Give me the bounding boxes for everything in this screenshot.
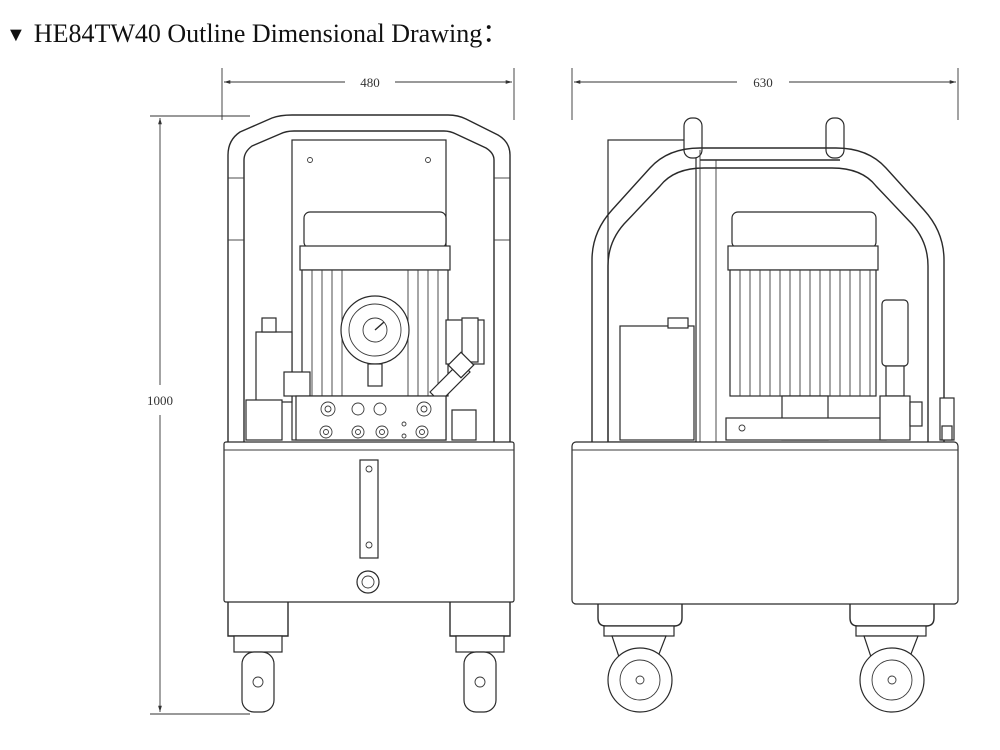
dimension-height: 1000 <box>147 115 250 715</box>
dimension-width-front: 480 <box>221 68 515 120</box>
drawing-title-text: HE84TW40 Outline Dimensional Drawing： <box>33 19 509 48</box>
dimension-label-630: 630 <box>753 75 773 90</box>
drawing-title: ▼ HE84TW40 Outline Dimensional Drawing： <box>6 18 508 52</box>
front-view <box>223 114 515 713</box>
dimension-width-side: 630 <box>571 68 959 120</box>
dimension-label-480: 480 <box>360 75 380 90</box>
dimension-label-1000: 1000 <box>147 393 173 408</box>
triangle-marker-icon: ▼ <box>6 24 26 46</box>
side-view <box>571 117 959 713</box>
